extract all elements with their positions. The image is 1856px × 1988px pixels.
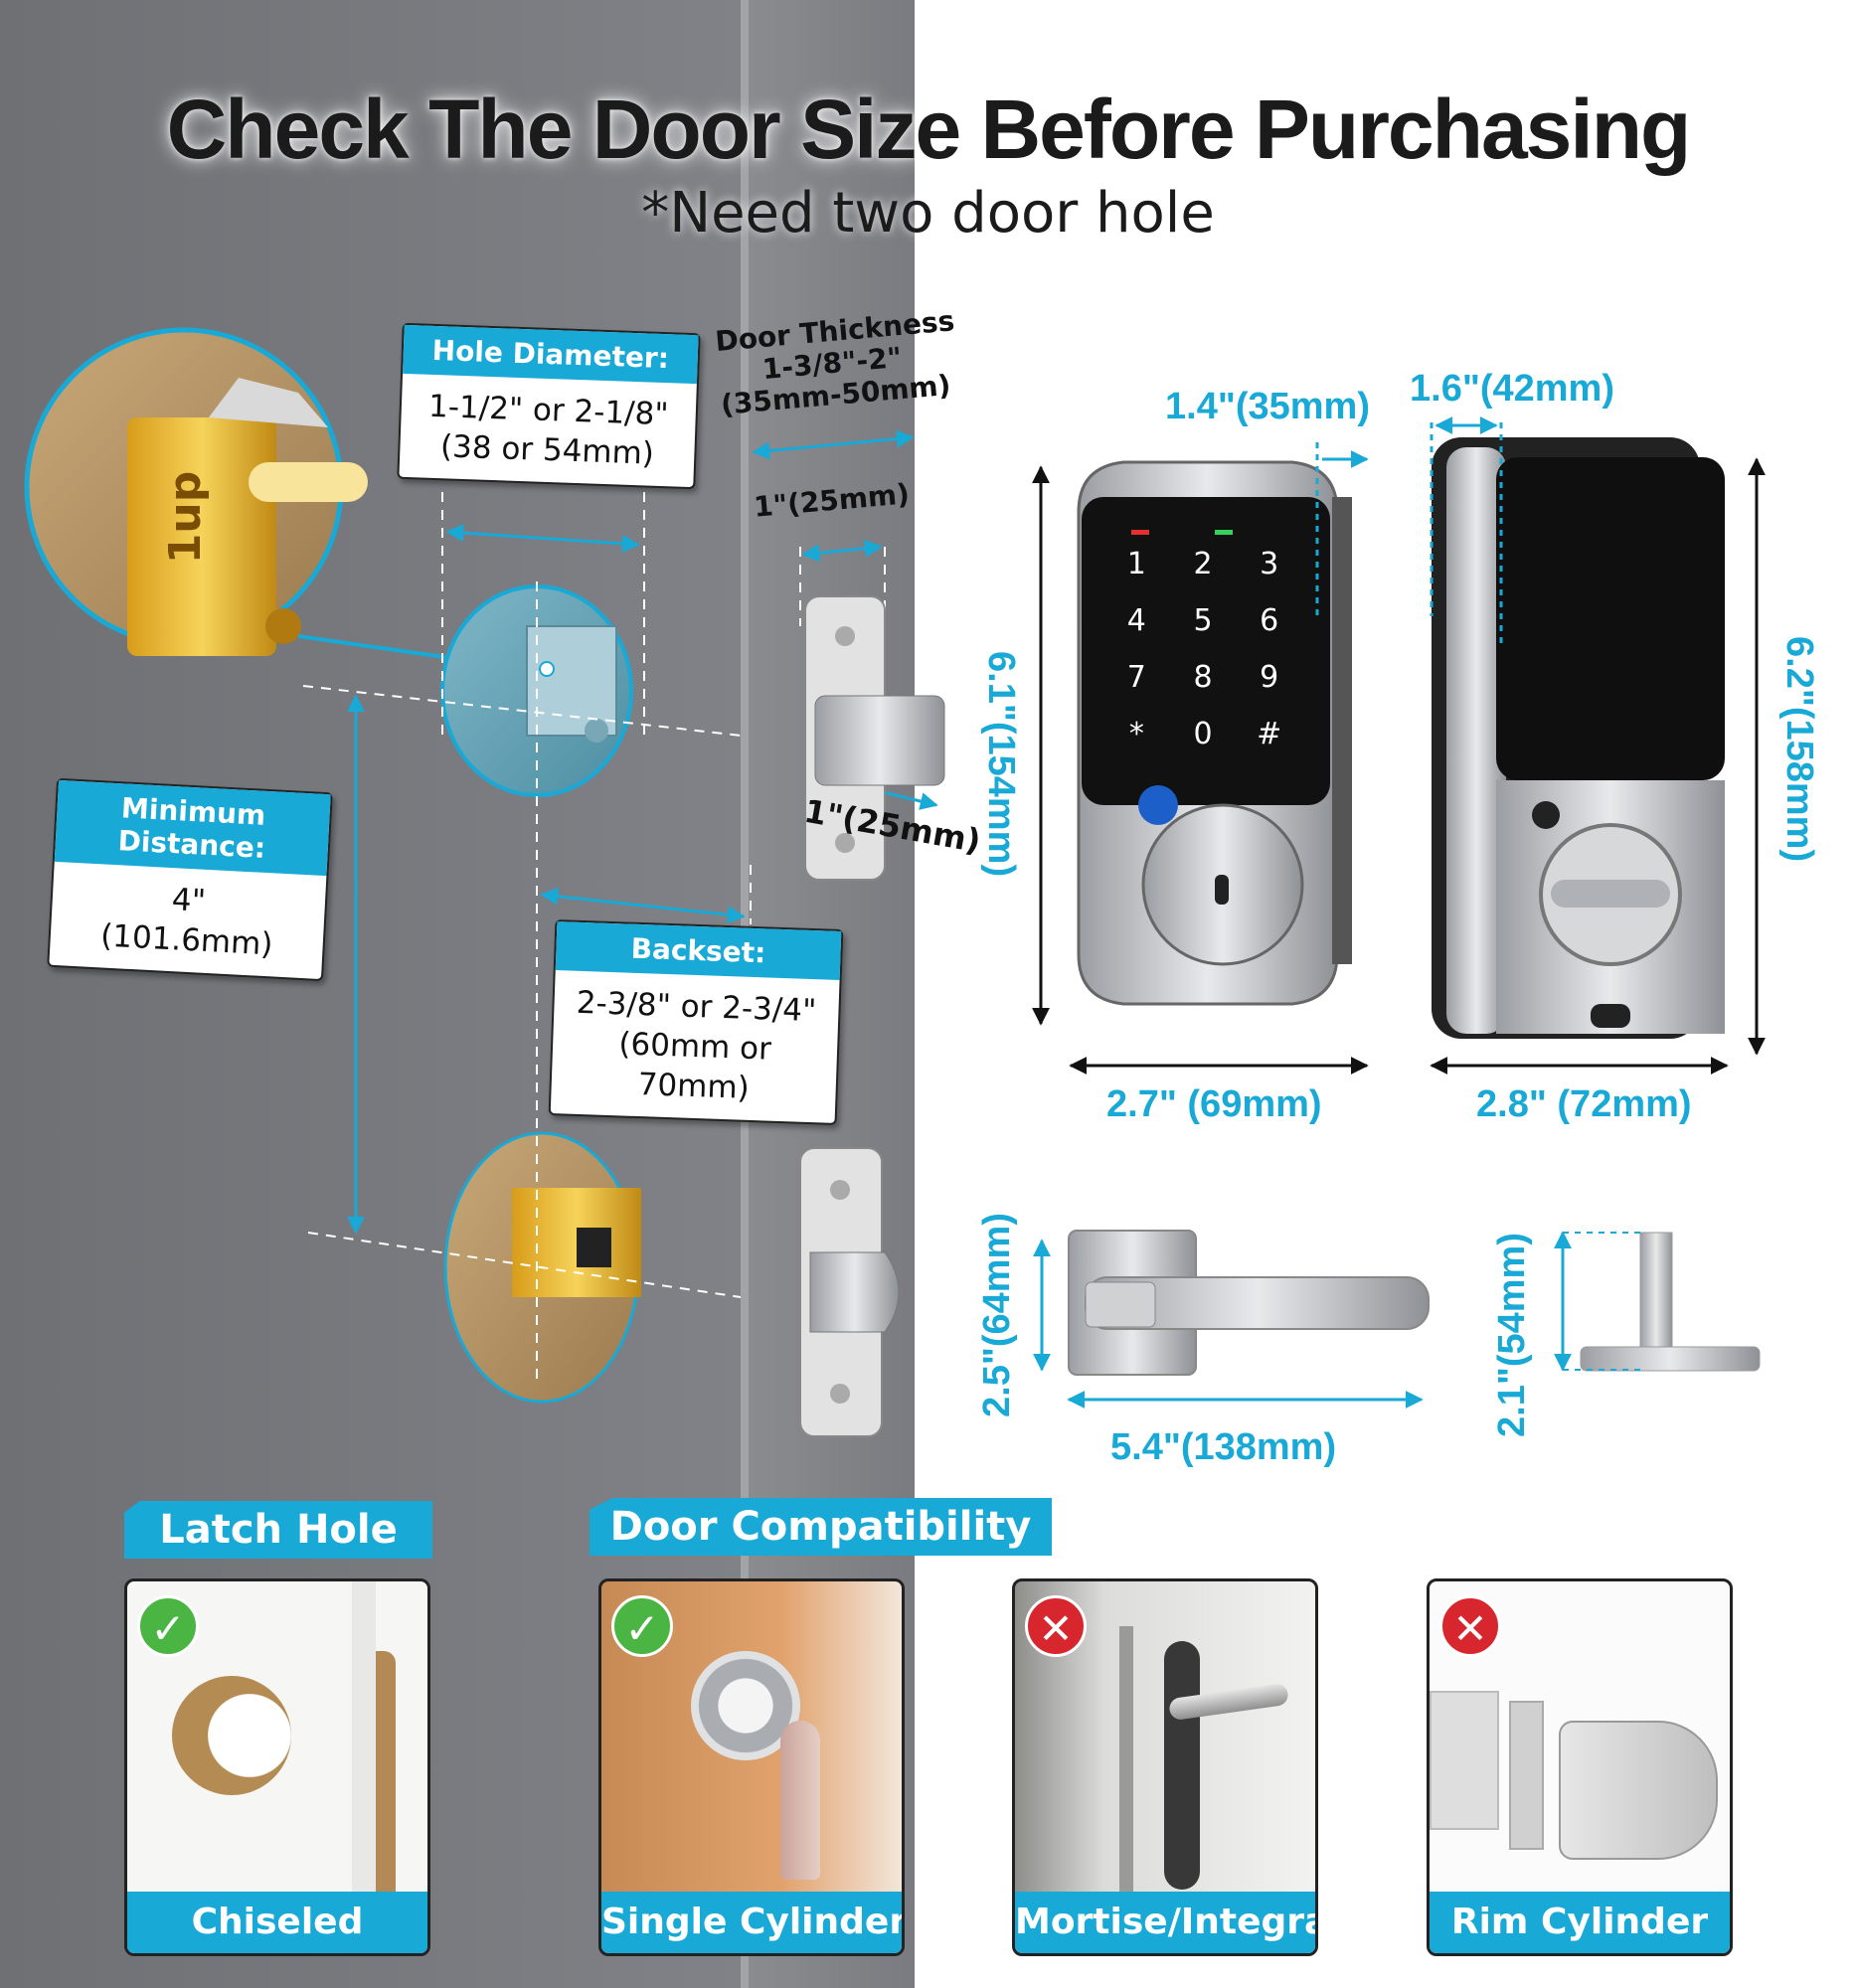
mortise-integrated-label: Mortise/Integrated bbox=[1015, 1892, 1315, 1953]
keypad-key: 1 bbox=[1126, 547, 1146, 581]
key-picture bbox=[780, 1721, 820, 1880]
back-width-dim: 2.8" (72mm) bbox=[1476, 1083, 1692, 1125]
keypad-key: # bbox=[1257, 717, 1282, 751]
door-compatibility-tab: Door Compatibility bbox=[590, 1498, 1052, 1556]
keypad-key: 0 bbox=[1193, 717, 1213, 751]
rim-cylinder-label: Rim Cylinder bbox=[1430, 1892, 1730, 1953]
page-title: Check The Door Size Before Purchasing bbox=[166, 83, 1692, 176]
minimum-distance-card: Minimum Distance: 4" (101.6mm) bbox=[47, 777, 333, 982]
keypad-key: 5 bbox=[1193, 603, 1213, 638]
hole-diameter-card: Hole Diameter: 1-1/2" or 2-1/8" (38 or 5… bbox=[397, 322, 701, 490]
backset-line2: (60mm or 70mm) bbox=[617, 1026, 772, 1106]
chiseled-label: Chiseled bbox=[127, 1892, 427, 1953]
minimum-distance-title: Minimum Distance: bbox=[54, 779, 331, 877]
latch-stub-drawing bbox=[1639, 1232, 1673, 1363]
keypad-key: 6 bbox=[1260, 603, 1279, 638]
mortise-integrated-card: ✕ Mortise/Integrated bbox=[1012, 1578, 1318, 1956]
latch-hole-tab: Latch Hole bbox=[124, 1501, 432, 1559]
keypad-key: 3 bbox=[1260, 547, 1279, 581]
lever-length-dim: 5.4"(138mm) bbox=[1110, 1426, 1337, 1468]
mortise-plate-picture bbox=[1164, 1641, 1200, 1890]
door-thickness-label: Door Thickness 1-3/8"-2" (35mm-50mm) bbox=[714, 304, 955, 421]
cross-icon: ✕ bbox=[1439, 1595, 1501, 1657]
rim-bracket-picture bbox=[1430, 1691, 1499, 1830]
cross-icon: ✕ bbox=[1025, 1595, 1087, 1657]
check-icon: ✓ bbox=[137, 1595, 199, 1657]
lever-height-dim: 2.5"(64mm) bbox=[976, 1213, 1018, 1417]
keypad-key: 2 bbox=[1193, 547, 1213, 581]
latch-hole-chiseled-card: ✓ Chiseled bbox=[124, 1578, 430, 1956]
keypad-key: 4 bbox=[1126, 603, 1146, 638]
single-cylinder-card: ✓ Single Cylinder bbox=[598, 1578, 905, 1956]
rim-plate-picture bbox=[1509, 1701, 1544, 1850]
rim-lock-body-picture bbox=[1559, 1721, 1718, 1860]
back-height-dim: 6.2"(158mm) bbox=[1778, 636, 1820, 863]
stub-height-dim: 2.1"(54mm) bbox=[1491, 1233, 1533, 1437]
keypad-grid: 1 2 3 4 5 6 7 8 9 * 0 # bbox=[1103, 547, 1302, 751]
keypad-key: * bbox=[1128, 717, 1144, 751]
front-depth-dim: 1.4"(35mm) bbox=[1165, 386, 1370, 427]
door-edge-picture bbox=[352, 1581, 376, 1898]
latch-up-marking: 1up bbox=[160, 470, 212, 565]
mortise-edge-picture bbox=[1119, 1626, 1133, 1895]
backset-card: Backset: 2-3/8" or 2-3/4" (60mm or 70mm) bbox=[548, 918, 844, 1126]
round-hole-picture bbox=[172, 1676, 291, 1795]
single-cylinder-label: Single Cylinder bbox=[601, 1892, 902, 1953]
front-height-dim: 6.1"(154mm) bbox=[980, 651, 1022, 878]
keypad-key: 8 bbox=[1193, 660, 1213, 695]
back-depth-dim: 1.6"(42mm) bbox=[1410, 368, 1614, 410]
keypad-key: 9 bbox=[1260, 660, 1279, 695]
rim-cylinder-card: ✕ Rim Cylinder bbox=[1427, 1578, 1733, 1956]
status-led-red bbox=[1131, 530, 1149, 535]
hole-diameter-line2: (38 or 54mm) bbox=[439, 428, 655, 472]
check-icon: ✓ bbox=[611, 1595, 673, 1657]
status-led-green bbox=[1215, 530, 1233, 535]
front-width-dim: 2.7" (69mm) bbox=[1106, 1083, 1322, 1125]
page-subtitle: *Need two door hole bbox=[641, 181, 1215, 246]
keypad-key: 7 bbox=[1126, 660, 1146, 695]
